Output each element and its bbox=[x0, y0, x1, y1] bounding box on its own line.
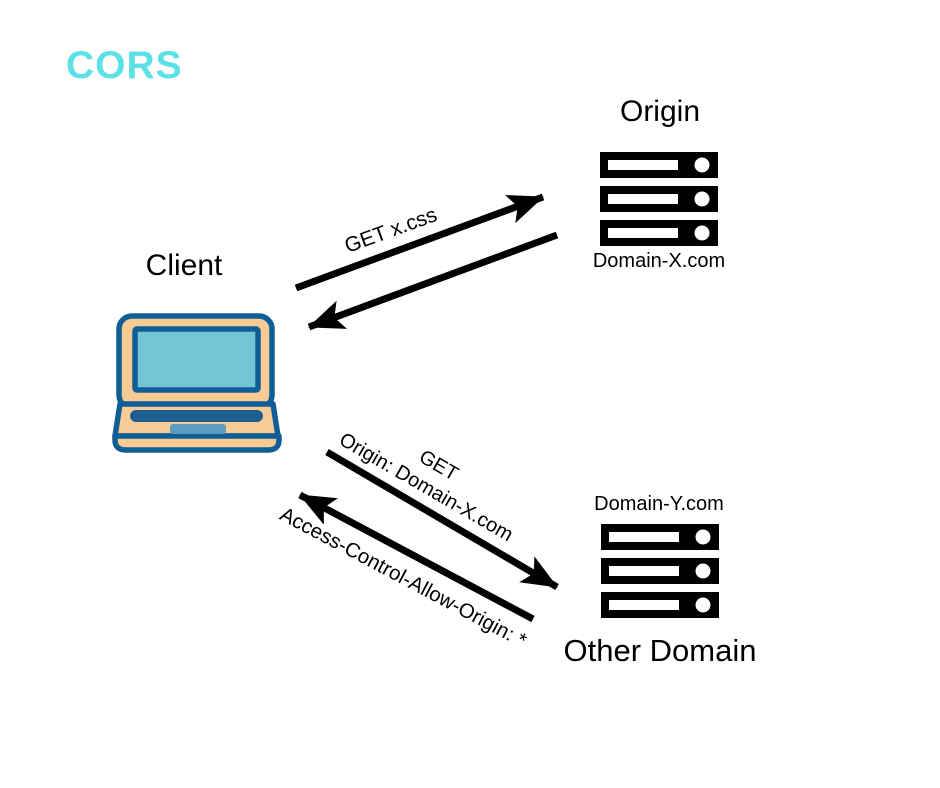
origin-domain-label: Domain-X.com bbox=[592, 250, 726, 272]
get-xcss-label: GET x.css bbox=[341, 203, 441, 258]
origin-label: Origin bbox=[619, 95, 701, 128]
other-domain-title: Other Domain bbox=[563, 633, 757, 668]
page-title: CORS bbox=[66, 44, 183, 87]
laptop-icon bbox=[112, 313, 282, 453]
laptop-touchpad bbox=[170, 424, 226, 434]
other-server-icon bbox=[601, 524, 719, 618]
origin-server-icon bbox=[600, 152, 718, 246]
other-domain-label: Domain-Y.com bbox=[594, 493, 724, 515]
client-label: Client bbox=[145, 249, 223, 282]
laptop-keyboard bbox=[130, 410, 263, 422]
cross-origin-request-label: GET Origin: Domain-X.com bbox=[334, 406, 529, 548]
